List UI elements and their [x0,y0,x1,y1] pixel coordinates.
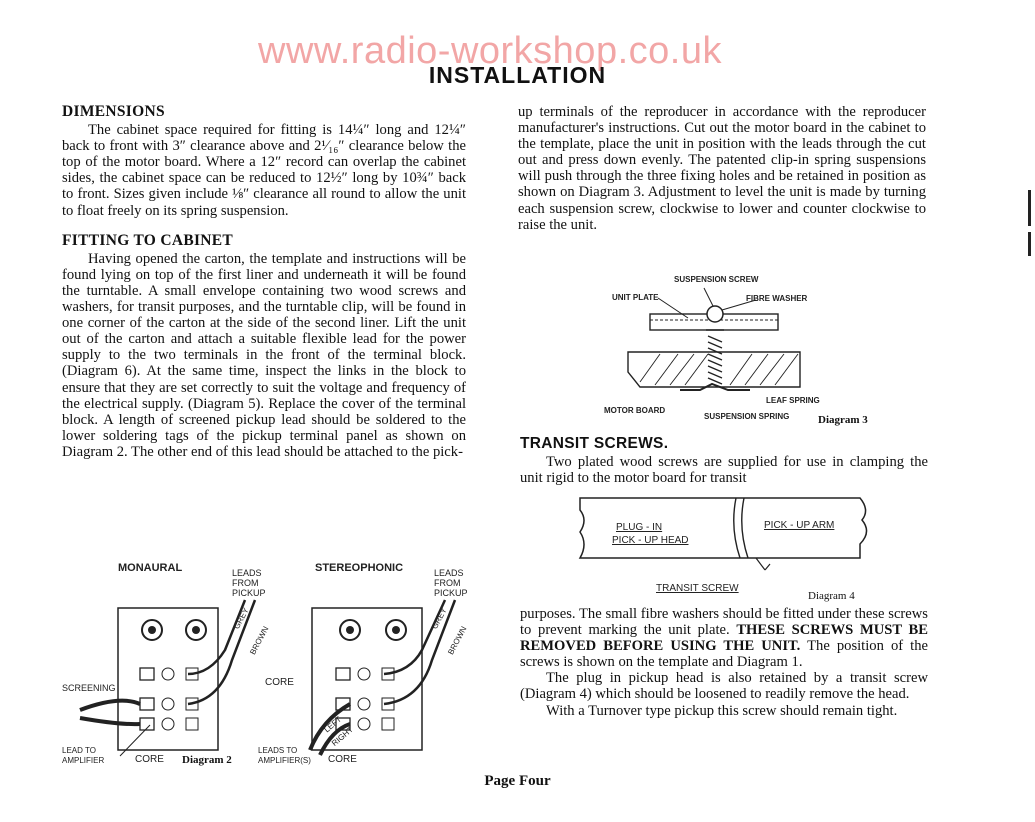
leaf-spring-label: LEAF SPRING [766,396,820,405]
transit-screw-diagram [578,497,868,571]
left-column: DIMENSIONS The cabinet space required fo… [62,103,466,460]
fibre-washer-label: FIBRE WASHER [746,294,808,303]
diagram-4-caption: Diagram 4 [808,590,855,602]
plug-retain-paragraph: The plug in pickup head is also retained… [520,670,928,703]
turnover-paragraph: With a Turnover type pickup this screw s… [546,702,898,719]
page-number: Page Four [484,773,551,789]
screw-position-text: The position of the screws is shown on t… [520,638,928,671]
pickup-arm-label: PICK - UP ARM [764,520,835,531]
right-column-transit: TRANSIT SCREWS. Two plated wood screws a… [520,435,928,487]
leads-from-pickup-label-2: LEADS FROM PICKUP [434,568,468,598]
core-label-2: CORE [265,677,294,688]
core-label-1: CORE [135,754,164,765]
fitting-heading: FITTING TO CABINET [62,231,234,249]
transit-purposes-text: purposes. The small fibre washers should… [520,606,928,639]
page-title: INSTALLATION [428,62,607,88]
stereophonic-label: STEREOPHONIC [315,562,404,574]
unit-plate-label: UNIT PLATE [612,293,659,302]
transit-heading: TRANSIT SCREWS. [520,435,669,452]
remove-screws-warning: THESE SCREWS MUST BE REMOVED BEFORE USIN… [520,622,928,655]
motor-board-label: MOTOR BOARD [604,406,666,415]
diagram-2-caption: Diagram 2 [182,754,232,766]
transit-screw-label: TRANSIT SCREW [656,583,739,594]
pickup-head-label: PICK - UP HEAD [612,535,689,546]
transit-purposes-paragraph: purposes. The small fibre washers should… [520,606,928,670]
right-column-top: up terminals of the reproducer in accord… [518,104,926,233]
suspension-diagram [627,287,801,391]
margin-mark-1 [1028,190,1031,226]
right-column-bottom: purposes. The small fibre washers should… [520,606,928,719]
diagram-4: PLUG - IN PICK - UP HEAD PICK - UP ARM T… [560,492,890,604]
margin-mark-2 [1028,232,1031,256]
watermark-url: www.radio-workshop.co.uk [258,30,722,72]
leads-from-pickup-label-1: LEADS FROM PICKUP [232,568,266,598]
right-intro-paragraph: up terminals of the reproducer in accord… [518,104,926,233]
transit-paragraph: Two plated wood screws are supplied for … [520,454,928,487]
fitting-paragraph: Having opened the carton, the template a… [62,250,466,460]
diagram-2: MONAURAL STEREOPHONIC LEADS FROM PICKUP … [60,560,480,770]
leads-to-amplifiers-label: LEADS TO AMPLIFIER(S) [258,746,311,765]
dimensions-heading: DIMENSIONS [62,103,165,120]
plug-in-label: PLUG - IN [616,522,663,533]
monaural-label: MONAURAL [118,562,183,574]
diagram-3: SUSPENSION SCREW UNIT PLATE FIBRE WASHER… [600,272,900,432]
core-label-3: CORE [328,754,357,765]
screening-label: SCREENING [62,683,116,693]
suspension-screw-label: SUSPENSION SCREW [674,275,759,284]
diagram-3-caption: Diagram 3 [818,414,868,426]
lead-to-amplifier-label: LEAD TO AMPLIFIER [62,746,105,765]
wiring-diagram [79,599,457,757]
suspension-spring-label: SUSPENSION SPRING [704,412,790,421]
dimensions-paragraph: The cabinet space required for fitting i… [62,122,466,219]
